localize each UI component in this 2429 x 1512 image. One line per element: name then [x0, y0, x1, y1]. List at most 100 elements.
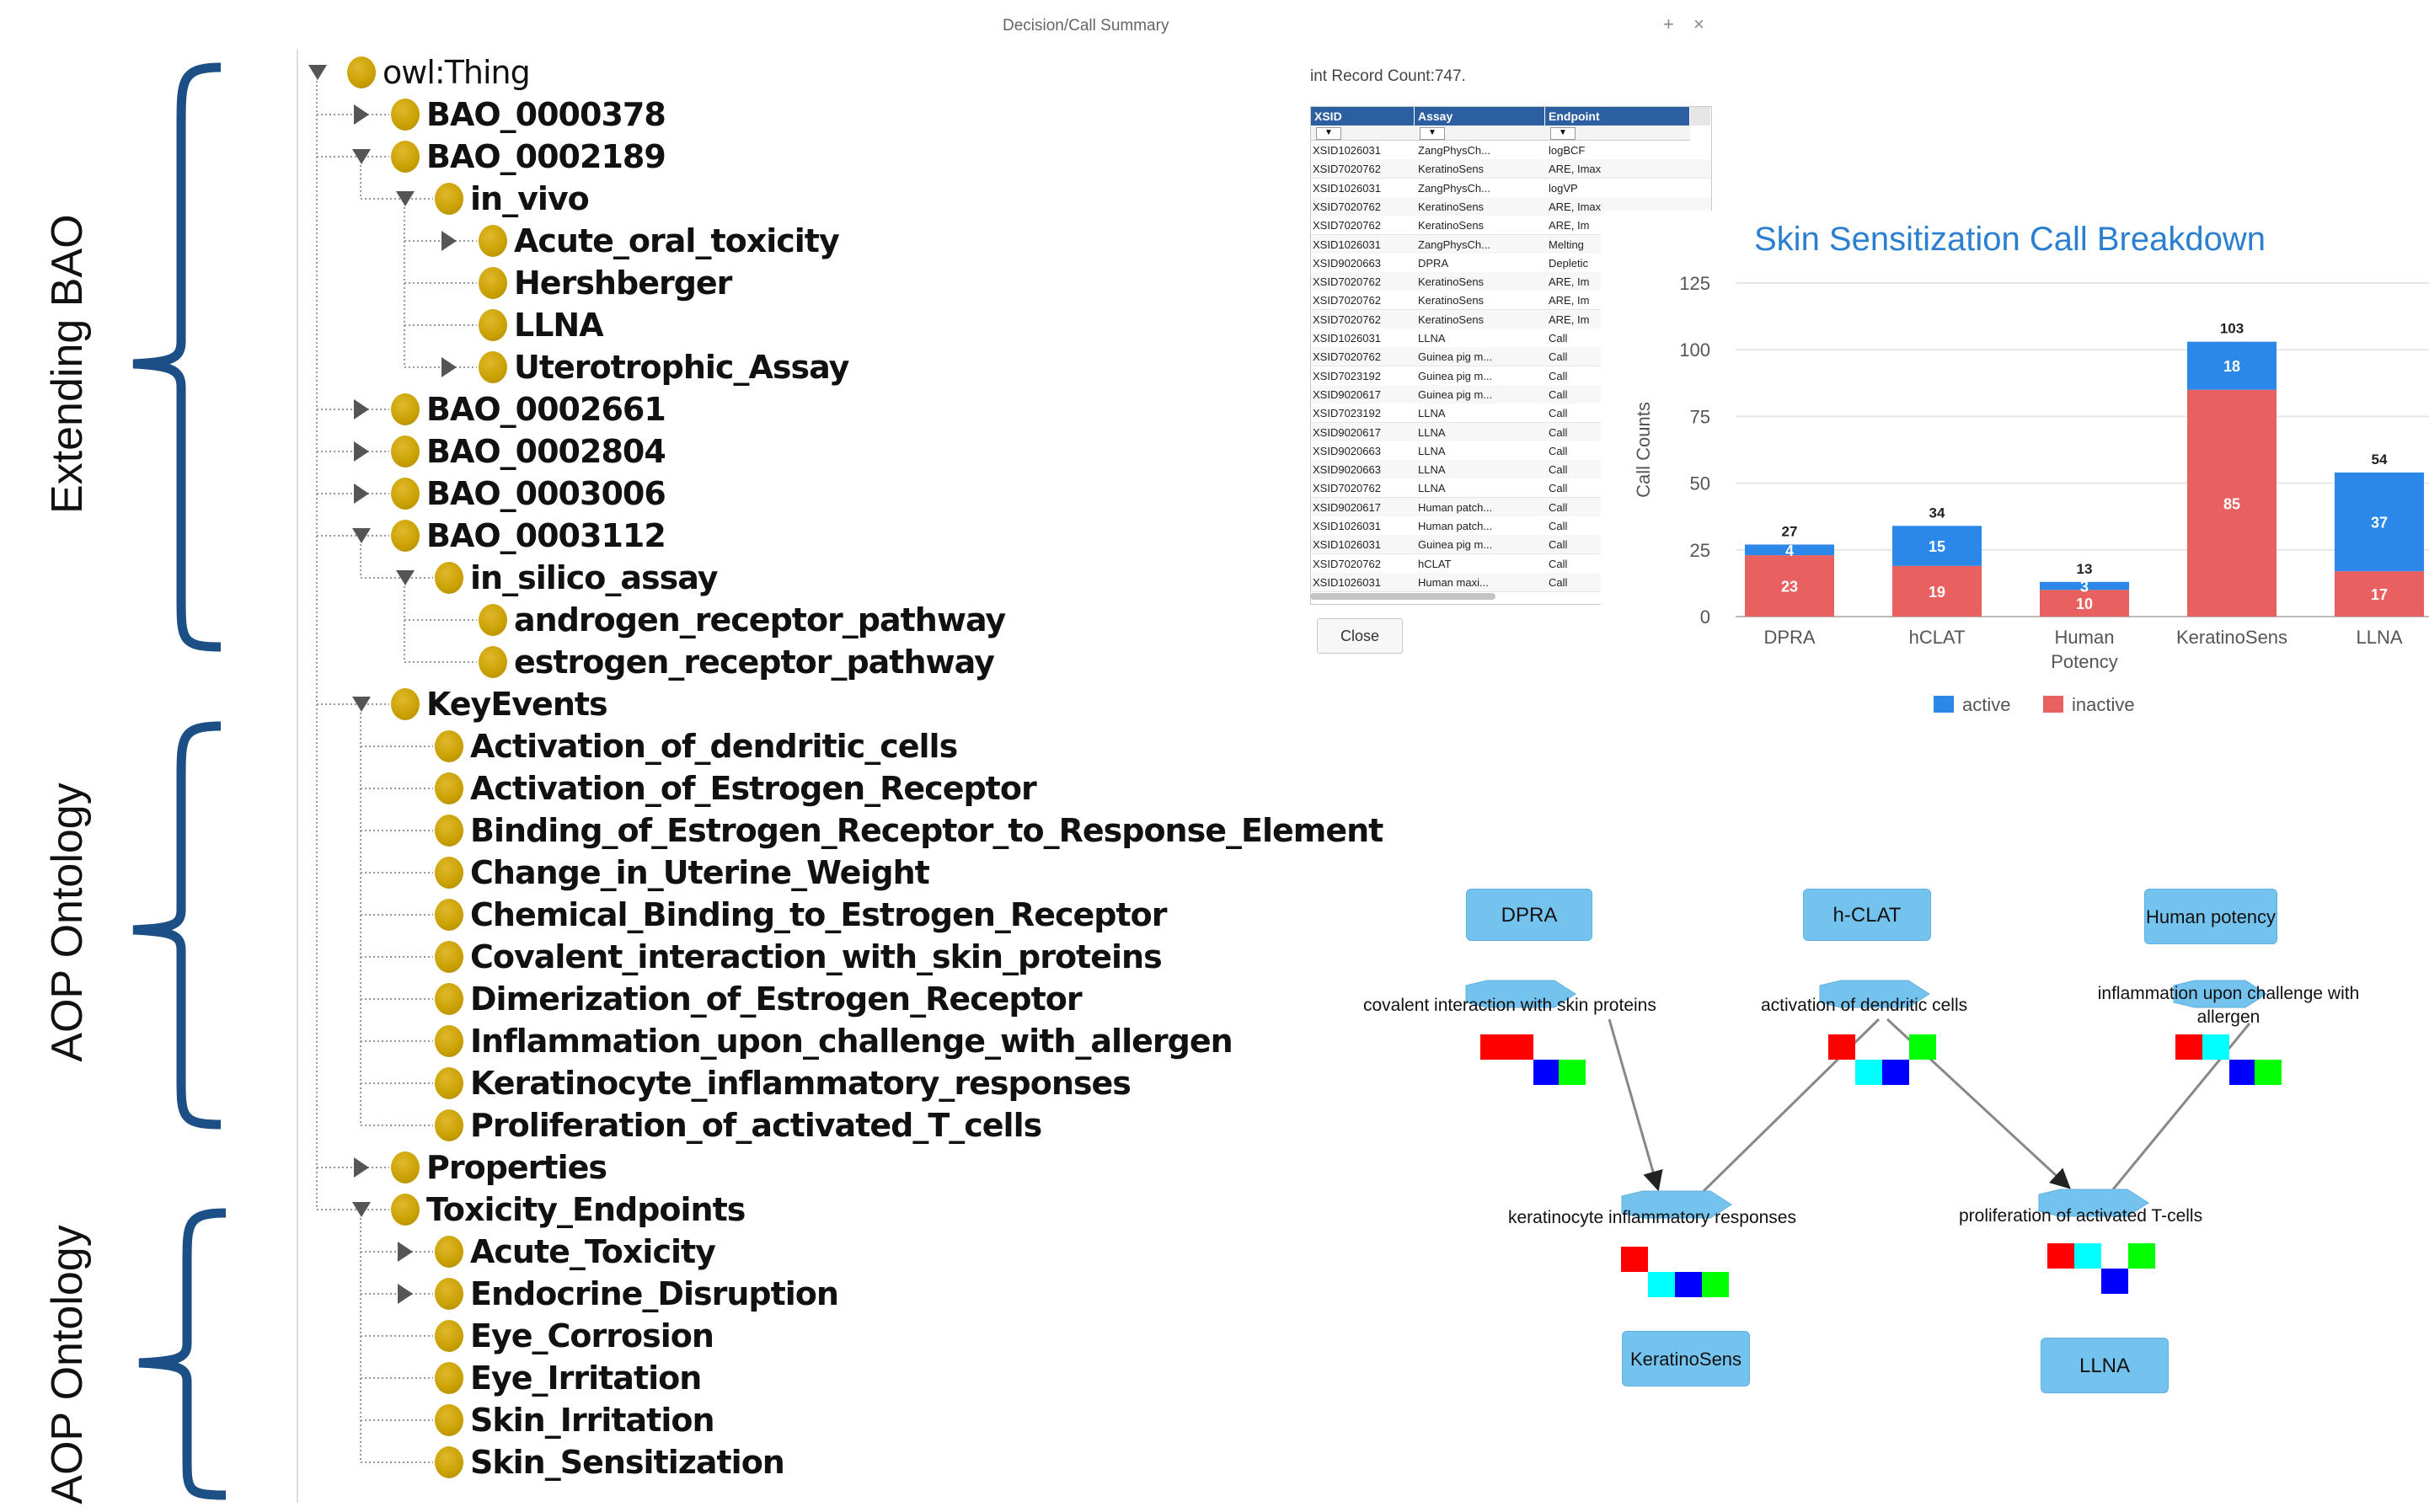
node-llna[interactable]: LLNA — [2041, 1338, 2169, 1393]
tree-node[interactable]: BAO_0000378 — [391, 94, 666, 135]
hexagon-activation-dendritic — [1819, 980, 1930, 1008]
table-cell: XSID7020762 — [1313, 219, 1381, 232]
data-label-active: 15 — [1929, 538, 1945, 555]
tree-node-label: Keratinocyte_inflammatory_responses — [470, 1065, 1132, 1102]
tree-node[interactable]: BAO_0003006 — [391, 473, 666, 514]
tree-node[interactable]: Activation_of_Estrogen_Receptor — [435, 768, 1037, 809]
tree-node[interactable]: in_vivo — [435, 179, 590, 219]
grid-header-endpoint[interactable]: Endpoint — [1545, 107, 1690, 126]
collapse-toggle-icon[interactable] — [396, 191, 415, 206]
collapse-toggle-icon[interactable] — [352, 1202, 371, 1217]
tree-node[interactable]: androgen_receptor_pathway — [479, 600, 1006, 640]
tree-node[interactable]: KeyEvents — [391, 684, 608, 724]
tree-node[interactable]: in_silico_assay — [435, 558, 719, 598]
class-circle-icon — [435, 1446, 463, 1478]
table-cell: Call — [1549, 332, 1568, 345]
legend-swatch-active — [1934, 696, 1954, 713]
data-label-inactive: 19 — [1929, 584, 1945, 601]
table-cell: Depletic — [1549, 256, 1588, 270]
tree-node[interactable]: Chemical_Binding_to_Estrogen_Receptor — [435, 895, 1167, 935]
collapse-toggle-icon[interactable] — [352, 528, 371, 543]
data-label-inactive: 17 — [2371, 586, 2388, 603]
event-color-square — [2128, 1243, 2155, 1269]
dialog-maximize-button[interactable]: + — [1663, 13, 1674, 35]
node-keratinosens[interactable]: KeratinoSens — [1622, 1331, 1750, 1386]
table-cell: LLNA — [1418, 444, 1446, 457]
tree-node[interactable]: Acute_Toxicity — [435, 1232, 716, 1272]
tree-node[interactable]: Proliferation_of_activated_T_cells — [435, 1105, 1042, 1146]
bar-active — [2187, 341, 2277, 390]
table-cell: XSID1026031 — [1313, 575, 1381, 589]
tree-node[interactable]: Eye_Irritation — [435, 1358, 702, 1398]
tree-node[interactable]: BAO_0002804 — [391, 431, 666, 472]
data-label-inactive: 10 — [2076, 596, 2093, 612]
table-cell: Call — [1549, 387, 1568, 401]
chart-background — [1601, 211, 2429, 733]
tree-node[interactable]: Inflammation_upon_challenge_with_allerge… — [435, 1021, 1233, 1061]
collapse-toggle-icon[interactable] — [352, 697, 371, 712]
expand-toggle-icon[interactable] — [441, 357, 457, 377]
event-color-square — [1480, 1034, 1507, 1060]
event-label-dendritic: activation of dendritic cells — [1761, 996, 1968, 1015]
tree-node[interactable]: BAO_0003112 — [391, 516, 666, 556]
class-circle-icon — [435, 1404, 463, 1436]
filter-dropdown-xsid[interactable]: ▼ — [1316, 127, 1341, 140]
tree-node[interactable]: Eye_Corrosion — [435, 1316, 714, 1356]
tree-node[interactable]: BAO_0002661 — [391, 389, 666, 430]
tree-node[interactable]: Dimerization_of_Estrogen_Receptor — [435, 979, 1083, 1019]
total-label: 27 — [1782, 523, 1798, 539]
expand-toggle-icon[interactable] — [354, 399, 369, 419]
tree-node-label: BAO_0002804 — [426, 433, 666, 470]
expand-toggle-icon[interactable] — [441, 231, 457, 251]
x-tick-label: LLNA — [2356, 627, 2402, 648]
tree-node[interactable]: Endocrine_Disruption — [435, 1274, 839, 1314]
tree-node[interactable]: Skin_Irritation — [435, 1400, 715, 1440]
hexagon-proliferation — [2038, 1189, 2149, 1217]
hexagon-covalent-interaction — [1465, 980, 1576, 1008]
tree-node[interactable]: Change_in_Uterine_Weight — [435, 852, 930, 893]
table-cell: XSID7020762 — [1313, 482, 1381, 495]
collapse-toggle-icon[interactable] — [308, 65, 327, 80]
tree-node[interactable]: Toxicity_Endpoints — [391, 1189, 746, 1230]
close-button[interactable]: Close — [1317, 618, 1403, 654]
tree-node-label: Covalent_interaction_with_skin_proteins — [470, 938, 1163, 975]
table-cell: XSID7023192 — [1313, 407, 1381, 420]
tree-node[interactable]: owl:Thing — [347, 52, 531, 93]
grid-header-xsid[interactable]: XSID — [1311, 107, 1415, 126]
tree-node[interactable]: Activation_of_dendritic_cells — [435, 726, 958, 767]
tree-node[interactable]: Acute_oral_toxicity — [479, 221, 840, 261]
tree-node[interactable]: Keratinocyte_inflammatory_responses — [435, 1063, 1132, 1103]
tree-node[interactable]: Uterotrophic_Assay — [479, 347, 849, 387]
event-color-square — [2101, 1269, 2128, 1294]
tree-node[interactable]: LLNA — [479, 305, 604, 345]
tree-node[interactable]: Skin_Sensitization — [435, 1442, 785, 1483]
grid-header-assay[interactable]: Assay — [1415, 107, 1545, 126]
tree-node[interactable]: estrogen_receptor_pathway — [479, 642, 995, 682]
node-h-clat[interactable]: h-CLAT — [1803, 889, 1931, 941]
expand-toggle-icon[interactable] — [354, 441, 369, 462]
bracket-aop-ontology-1 — [132, 721, 222, 1130]
expand-toggle-icon[interactable] — [354, 1157, 369, 1178]
tree-node[interactable]: Hershberger — [479, 263, 732, 303]
tree-node[interactable]: Properties — [391, 1147, 607, 1188]
expand-toggle-icon[interactable] — [398, 1242, 413, 1262]
grid-horizontal-scrollbar[interactable] — [1310, 593, 1495, 600]
tree-node[interactable]: Covalent_interaction_with_skin_proteins — [435, 937, 1163, 977]
table-cell: ARE, Im — [1549, 275, 1590, 289]
expand-toggle-icon[interactable] — [398, 1284, 413, 1304]
filter-dropdown-endpoint[interactable]: ▼ — [1550, 127, 1576, 140]
filter-dropdown-assay[interactable]: ▼ — [1420, 127, 1445, 140]
collapse-toggle-icon[interactable] — [396, 570, 415, 585]
dialog-close-icon[interactable]: × — [1693, 13, 1704, 35]
expand-toggle-icon[interactable] — [354, 484, 369, 504]
tree-node[interactable]: Binding_of_Estrogen_Receptor_to_Response… — [435, 810, 1383, 851]
node-dpra[interactable]: DPRA — [1466, 889, 1592, 941]
node-human-potency[interactable]: Human potency — [2144, 889, 2277, 944]
tree-node[interactable]: BAO_0002189 — [391, 136, 666, 177]
expand-toggle-icon[interactable] — [354, 104, 369, 125]
table-cell: XSID7020762 — [1313, 275, 1381, 289]
collapse-toggle-icon[interactable] — [352, 149, 371, 164]
